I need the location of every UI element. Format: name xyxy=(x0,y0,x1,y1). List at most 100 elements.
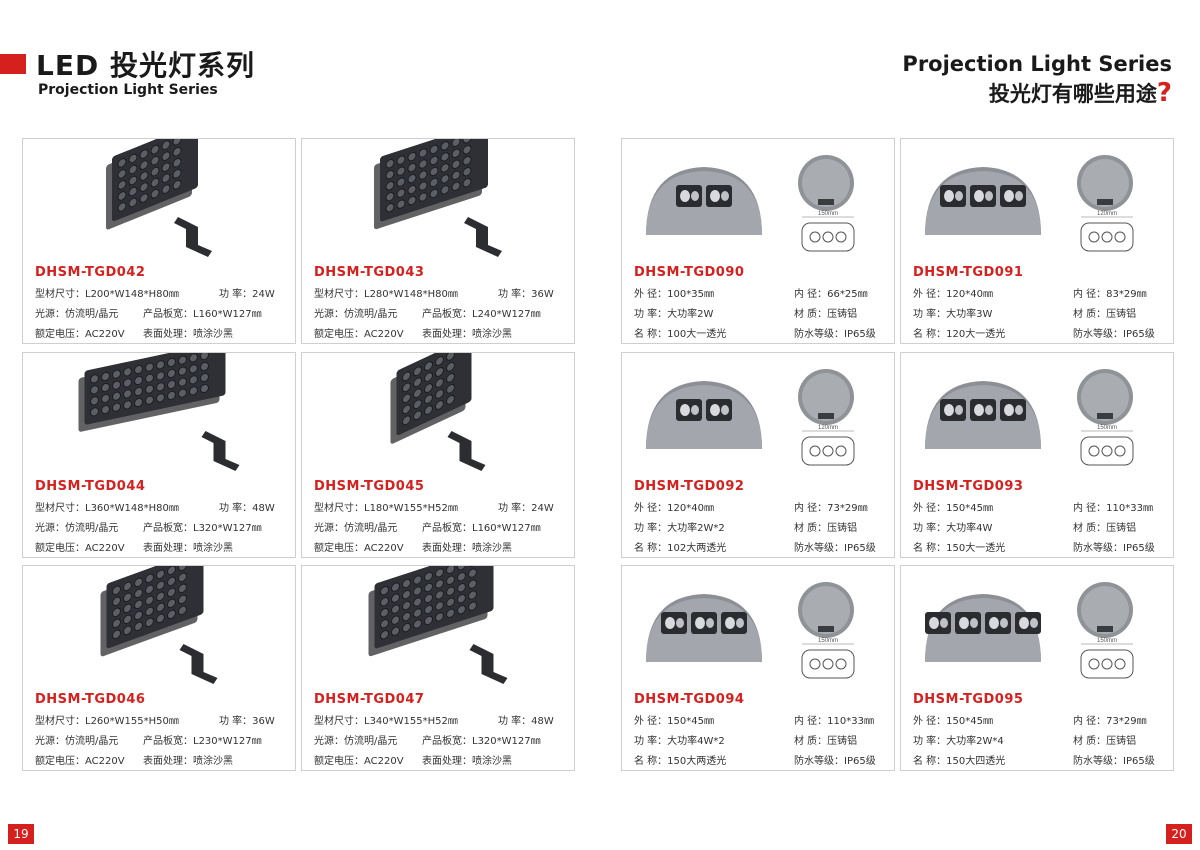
spec-ip-rating: 防水等级：IP65级 xyxy=(794,756,876,767)
spec-finish: 表面处理：喷涂沙黑 xyxy=(422,543,512,554)
model-number: DHSM-TGD044 xyxy=(35,479,146,494)
model-number: DHSM-TGD092 xyxy=(634,479,745,494)
spec-power: 功 率：48W xyxy=(498,716,554,727)
wall-light-image: 150mm xyxy=(901,566,1173,690)
model-number: DHSM-TGD042 xyxy=(35,265,146,280)
svg-text:150mm: 150mm xyxy=(818,638,838,644)
spec-power: 功 率：大功率4W*2 xyxy=(634,736,725,747)
floodlight-image xyxy=(302,139,574,263)
floodlight-image xyxy=(302,353,574,477)
product-card: 120mm DHSM-TGD091 外 径：120*40㎜ 内 径：83*29㎜… xyxy=(900,138,1174,344)
spec-inner-diameter: 内 径：73*29㎜ xyxy=(1073,716,1147,727)
right-subtitle-text: 投光灯有哪些用途 xyxy=(988,82,1157,106)
floodlight-image xyxy=(302,566,574,690)
floodlight-image xyxy=(23,566,295,690)
spec-outer-diameter: 外 径：150*45㎜ xyxy=(913,503,993,514)
spec-finish: 表面处理：喷涂沙黑 xyxy=(143,756,233,767)
product-card: DHSM-TGD044 型材尺寸：L360*W148*H80㎜ 功 率：48W … xyxy=(22,352,296,558)
spec-power: 功 率：24W xyxy=(219,289,275,300)
spec-material: 材 质：压铸铝 xyxy=(1073,736,1137,747)
spec-inner-diameter: 内 径：66*25㎜ xyxy=(794,289,868,300)
svg-text:120mm: 120mm xyxy=(818,425,838,431)
spec-ip-rating: 防水等级：IP65级 xyxy=(1073,543,1155,554)
spec-power: 功 率：大功率2W*4 xyxy=(913,736,1004,747)
svg-text:150mm: 150mm xyxy=(818,211,838,217)
spec-power: 功 率：36W xyxy=(498,289,554,300)
model-number: DHSM-TGD094 xyxy=(634,692,745,707)
question-mark-icon: ? xyxy=(1156,78,1172,108)
spec-name: 名 称：150大一透光 xyxy=(913,543,1006,554)
spec-power: 功 率：大功率3W xyxy=(913,309,993,320)
spec-light-source: 光源：仿流明/晶元 xyxy=(35,523,119,534)
page-number-left: 19 xyxy=(8,824,34,844)
spec-power: 功 率：24W xyxy=(498,503,554,514)
spec-outer-diameter: 外 径：150*45㎜ xyxy=(634,716,714,727)
spec-finish: 表面处理：喷涂沙黑 xyxy=(143,543,233,554)
spec-board-size: 产品板宽：L230*W127㎜ xyxy=(143,736,262,747)
spec-voltage: 额定电压：AC220V xyxy=(314,543,404,554)
page-number-right: 20 xyxy=(1166,824,1192,844)
spec-power: 功 率：36W xyxy=(219,716,275,727)
spec-board-size: 产品板宽：L160*W127㎜ xyxy=(143,309,262,320)
spec-power: 功 率：大功率4W xyxy=(913,523,993,534)
spec-material: 材 质：压铸铝 xyxy=(1073,309,1137,320)
model-number: DHSM-TGD095 xyxy=(913,692,1024,707)
spec-finish: 表面处理：喷涂沙黑 xyxy=(143,329,233,340)
spec-board-size: 产品板宽：L320*W127㎜ xyxy=(143,523,262,534)
spec-name: 名 称：150大两透光 xyxy=(634,756,727,767)
product-card: 150mm DHSM-TGD094 外 径：150*45㎜ 内 径：110*33… xyxy=(621,565,895,771)
model-number: DHSM-TGD093 xyxy=(913,479,1024,494)
model-number: DHSM-TGD047 xyxy=(314,692,425,707)
spec-board-size: 产品板宽：L240*W127㎜ xyxy=(422,309,541,320)
spec-light-source: 光源：仿流明/晶元 xyxy=(314,309,398,320)
spec-ip-rating: 防水等级：IP65级 xyxy=(1073,756,1155,767)
product-card: DHSM-TGD043 型材尺寸：L280*W148*H80㎜ 功 率：36W … xyxy=(301,138,575,344)
spec-material: 材 质：压铸铝 xyxy=(1073,523,1137,534)
spec-inner-diameter: 内 径：110*33㎜ xyxy=(1073,503,1153,514)
spec-material: 材 质：压铸铝 xyxy=(794,523,858,534)
spec-board-size: 产品板宽：L320*W127㎜ xyxy=(422,736,541,747)
spec-material: 材 质：压铸铝 xyxy=(794,309,858,320)
svg-text:150mm: 150mm xyxy=(1097,638,1117,644)
model-number: DHSM-TGD090 xyxy=(634,265,745,280)
spec-inner-diameter: 内 径：110*33㎜ xyxy=(794,716,874,727)
spec-voltage: 额定电压：AC220V xyxy=(314,329,404,340)
spec-dimensions: 型材尺寸：L200*W148*H80㎜ xyxy=(35,289,179,300)
product-card: DHSM-TGD047 型材尺寸：L340*W155*H52㎜ 功 率：48W … xyxy=(301,565,575,771)
spec-voltage: 额定电压：AC220V xyxy=(35,329,125,340)
product-card: DHSM-TGD045 型材尺寸：L180*W155*H52㎜ 功 率：24W … xyxy=(301,352,575,558)
spec-dimensions: 型材尺寸：L180*W155*H52㎜ xyxy=(314,503,458,514)
spec-power: 功 率：48W xyxy=(219,503,275,514)
product-card: 120mm DHSM-TGD092 外 径：120*40㎜ 内 径：73*29㎜… xyxy=(621,352,895,558)
spec-outer-diameter: 外 径：100*35㎜ xyxy=(634,289,714,300)
product-card: DHSM-TGD042 型材尺寸：L200*W148*H80㎜ 功 率：24W … xyxy=(22,138,296,344)
floodlight-image xyxy=(23,139,295,263)
model-number: DHSM-TGD046 xyxy=(35,692,146,707)
spec-ip-rating: 防水等级：IP65级 xyxy=(794,329,876,340)
page-subtitle: Projection Light Series xyxy=(38,82,218,98)
right-page-title: Projection Light Series xyxy=(902,52,1172,76)
spec-ip-rating: 防水等级：IP65级 xyxy=(1073,329,1155,340)
spec-light-source: 光源：仿流明/晶元 xyxy=(35,736,119,747)
model-number: DHSM-TGD045 xyxy=(314,479,425,494)
product-card: DHSM-TGD046 型材尺寸：L260*W155*H50㎜ 功 率：36W … xyxy=(22,565,296,771)
product-card: 150mm DHSM-TGD090 外 径：100*35㎜ 内 径：66*25㎜… xyxy=(621,138,895,344)
wall-light-image: 120mm xyxy=(901,139,1173,263)
floodlight-image xyxy=(23,353,295,477)
spec-material: 材 质：压铸铝 xyxy=(794,736,858,747)
right-page-subtitle: 投光灯有哪些用途? xyxy=(989,78,1172,108)
spec-power: 功 率：大功率2W*2 xyxy=(634,523,725,534)
spec-outer-diameter: 外 径：120*40㎜ xyxy=(634,503,714,514)
svg-text:150mm: 150mm xyxy=(1097,425,1117,431)
spec-name: 名 称：120大一透光 xyxy=(913,329,1006,340)
spec-inner-diameter: 内 径：83*29㎜ xyxy=(1073,289,1147,300)
svg-text:120mm: 120mm xyxy=(1097,211,1117,217)
product-card: 150mm DHSM-TGD095 外 径：150*45㎜ 内 径：73*29㎜… xyxy=(900,565,1174,771)
spec-name: 名 称：102大两透光 xyxy=(634,543,727,554)
model-number: DHSM-TGD043 xyxy=(314,265,425,280)
spec-inner-diameter: 内 径：73*29㎜ xyxy=(794,503,868,514)
spec-dimensions: 型材尺寸：L340*W155*H52㎜ xyxy=(314,716,458,727)
page-title: LED 投光灯系列 xyxy=(36,49,255,82)
spec-ip-rating: 防水等级：IP65级 xyxy=(794,543,876,554)
wall-light-image: 150mm xyxy=(622,566,894,690)
